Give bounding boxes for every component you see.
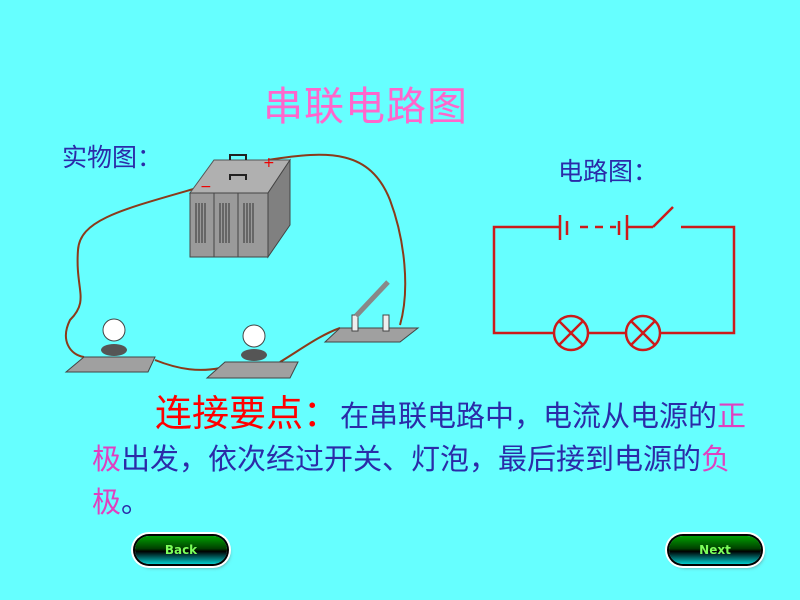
back-button[interactable]: Back — [135, 536, 227, 564]
physical-circuit-illustration: − + — [64, 153, 420, 379]
battery-minus: − — [200, 179, 212, 195]
physical-diagram-label: 实物图： — [62, 143, 163, 172]
battery-symbol — [558, 215, 653, 240]
note-text: 在串联电路中，电流从电源的 — [340, 399, 718, 433]
lamp-1-symbol — [552, 314, 590, 352]
bulb-1-icon — [64, 318, 156, 373]
bulb-2-icon — [205, 324, 299, 379]
note-text: 出发，依次经过开关、灯泡，最后接到电源的 — [121, 442, 702, 476]
battery-icon: − + — [189, 154, 291, 259]
slide-title: 串联电路图 — [263, 84, 468, 130]
negative-pole-term: 负极 — [92, 442, 731, 519]
note-text: 。 — [121, 485, 151, 519]
wires — [65, 153, 407, 371]
connection-notes: 连接要点：在串联电路中，电流从电源的正极出发，依次经过开关、灯泡，最后接到电源的… — [92, 392, 752, 524]
circuit-diagram-label: 电路图： — [558, 157, 659, 186]
switch-symbol — [652, 206, 674, 228]
circuit-schematic — [492, 206, 736, 352]
lamp-2-symbol — [624, 314, 662, 352]
battery-plus: + — [263, 155, 275, 171]
key-points-heading: 连接要点： — [155, 392, 340, 435]
positive-pole-term: 正极 — [92, 399, 747, 476]
knife-switch-icon — [323, 280, 420, 343]
wire — [492, 225, 736, 335]
next-button[interactable]: Next — [669, 536, 761, 564]
